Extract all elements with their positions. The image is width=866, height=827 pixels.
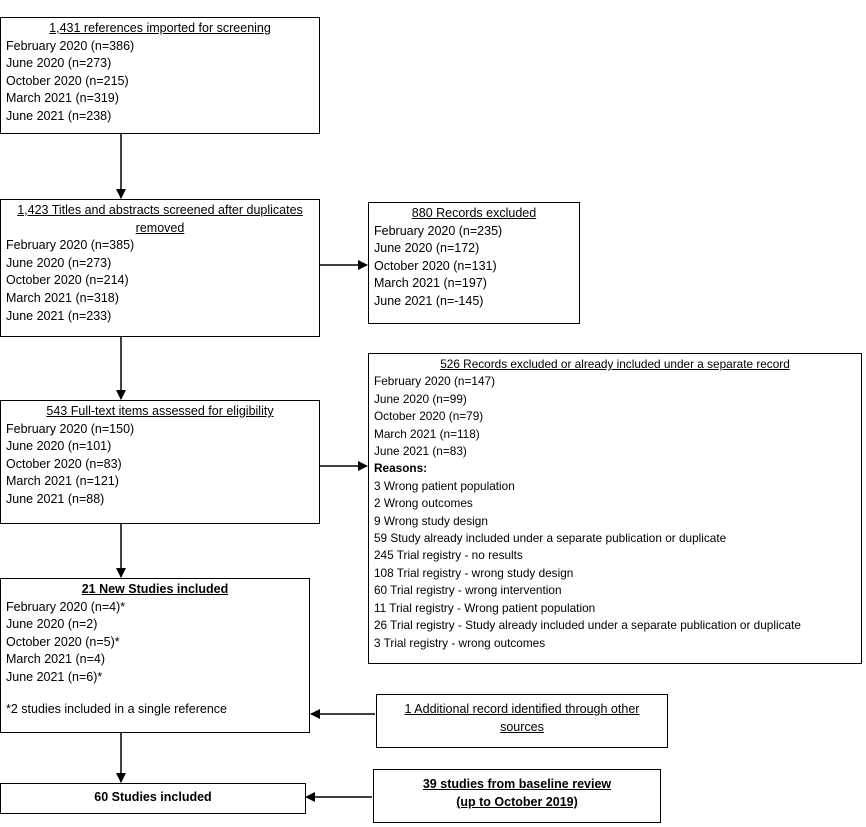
screened-line: October 2020 (n=214) — [6, 273, 129, 288]
excluded-records-title: 880 Records excluded — [411, 206, 537, 220]
reason-item: 26 Trial registry - Study already includ… — [374, 618, 801, 633]
new-studies-title: 21 New Studies included — [81, 582, 229, 596]
total-studies-title: 60 Studies included — [94, 790, 212, 804]
reasons-label: Reasons: — [374, 461, 428, 476]
new-studies-footnote: *2 studies included in a single referenc… — [6, 701, 227, 716]
new-studies-line: February 2020 (n=4)* — [6, 599, 126, 614]
fulltext-excluded-line: June 2020 (n=99) — [374, 391, 467, 406]
baseline-review-title-line1: 39 studies from baseline review — [422, 777, 612, 791]
reason-item: 2 Wrong outcomes — [374, 496, 473, 511]
imported-line: June 2020 (n=273) — [6, 56, 112, 71]
new-studies-line: June 2021 (n=6)* — [6, 669, 103, 684]
fulltext-title: 543 Full-text items assessed for eligibi… — [46, 404, 274, 418]
fulltext-line: October 2020 (n=83) — [6, 456, 122, 471]
reason-item: 3 Wrong patient population — [374, 478, 515, 493]
fulltext-line: March 2021 (n=121) — [6, 474, 119, 489]
baseline-review-box: 39 studies from baseline review (up to O… — [373, 769, 661, 823]
imported-line: March 2021 (n=319) — [6, 91, 119, 106]
screened-line: June 2021 (n=233) — [6, 308, 112, 323]
fulltext-line: February 2020 (n=150) — [6, 421, 135, 436]
additional-record-title: 1 Additional record identified through o… — [404, 702, 640, 734]
excluded-records-line: October 2020 (n=131) — [374, 258, 497, 273]
new-studies-line: March 2021 (n=4) — [6, 652, 106, 667]
excluded-records-box: 880 Records excluded February 2020 (n=23… — [368, 202, 580, 324]
additional-record-box: 1 Additional record identified through o… — [376, 694, 668, 748]
total-studies-box: 60 Studies included — [0, 783, 306, 814]
imported-line: February 2020 (n=386) — [6, 38, 135, 53]
reason-item: 59 Study already included under a separa… — [374, 531, 727, 546]
excluded-records-line: March 2021 (n=197) — [374, 276, 487, 291]
fulltext-excluded-line: October 2020 (n=79) — [374, 409, 484, 424]
screened-title: 1,423 Titles and abstracts screened afte… — [17, 203, 303, 235]
fulltext-box: 543 Full-text items assessed for eligibi… — [0, 400, 320, 524]
reason-item: 245 Trial registry - no results — [374, 548, 523, 563]
excluded-records-line: February 2020 (n=235) — [374, 223, 503, 238]
imported-box: 1,431 references imported for screening … — [0, 17, 320, 134]
excluded-records-line: June 2020 (n=172) — [374, 241, 480, 256]
fulltext-excluded-line: June 2021 (n=83) — [374, 444, 467, 459]
imported-line: October 2020 (n=215) — [6, 73, 129, 88]
imported-line: June 2021 (n=238) — [6, 108, 112, 123]
fulltext-line: June 2020 (n=101) — [6, 439, 112, 454]
fulltext-line: June 2021 (n=88) — [6, 491, 105, 506]
excluded-records-line: June 2021 (n=-145) — [374, 293, 484, 308]
reason-item: 108 Trial registry - wrong study design — [374, 565, 574, 580]
baseline-review-title-line2: (up to October 2019) — [456, 794, 578, 809]
screened-line: February 2020 (n=385) — [6, 238, 135, 253]
new-studies-box: 21 New Studies included February 2020 (n… — [0, 578, 310, 733]
reason-item: 9 Wrong study design — [374, 513, 488, 528]
reason-item: 60 Trial registry - wrong intervention — [374, 583, 562, 598]
fulltext-excluded-line: February 2020 (n=147) — [374, 374, 495, 389]
reason-item: 3 Trial registry - wrong outcomes — [374, 635, 546, 650]
imported-title: 1,431 references imported for screening — [49, 21, 271, 35]
new-studies-line: October 2020 (n=5)* — [6, 634, 120, 649]
reason-item: 11 Trial registry - Wrong patient popula… — [374, 600, 596, 615]
new-studies-line: June 2020 (n=2) — [6, 617, 98, 632]
screened-line: March 2021 (n=318) — [6, 290, 119, 305]
fulltext-excluded-title: 526 Records excluded or already included… — [440, 357, 790, 371]
fulltext-excluded-box: 526 Records excluded or already included… — [368, 353, 862, 664]
screened-box: 1,423 Titles and abstracts screened afte… — [0, 199, 320, 337]
fulltext-excluded-line: March 2021 (n=118) — [374, 426, 480, 441]
screened-line: June 2020 (n=273) — [6, 255, 112, 270]
